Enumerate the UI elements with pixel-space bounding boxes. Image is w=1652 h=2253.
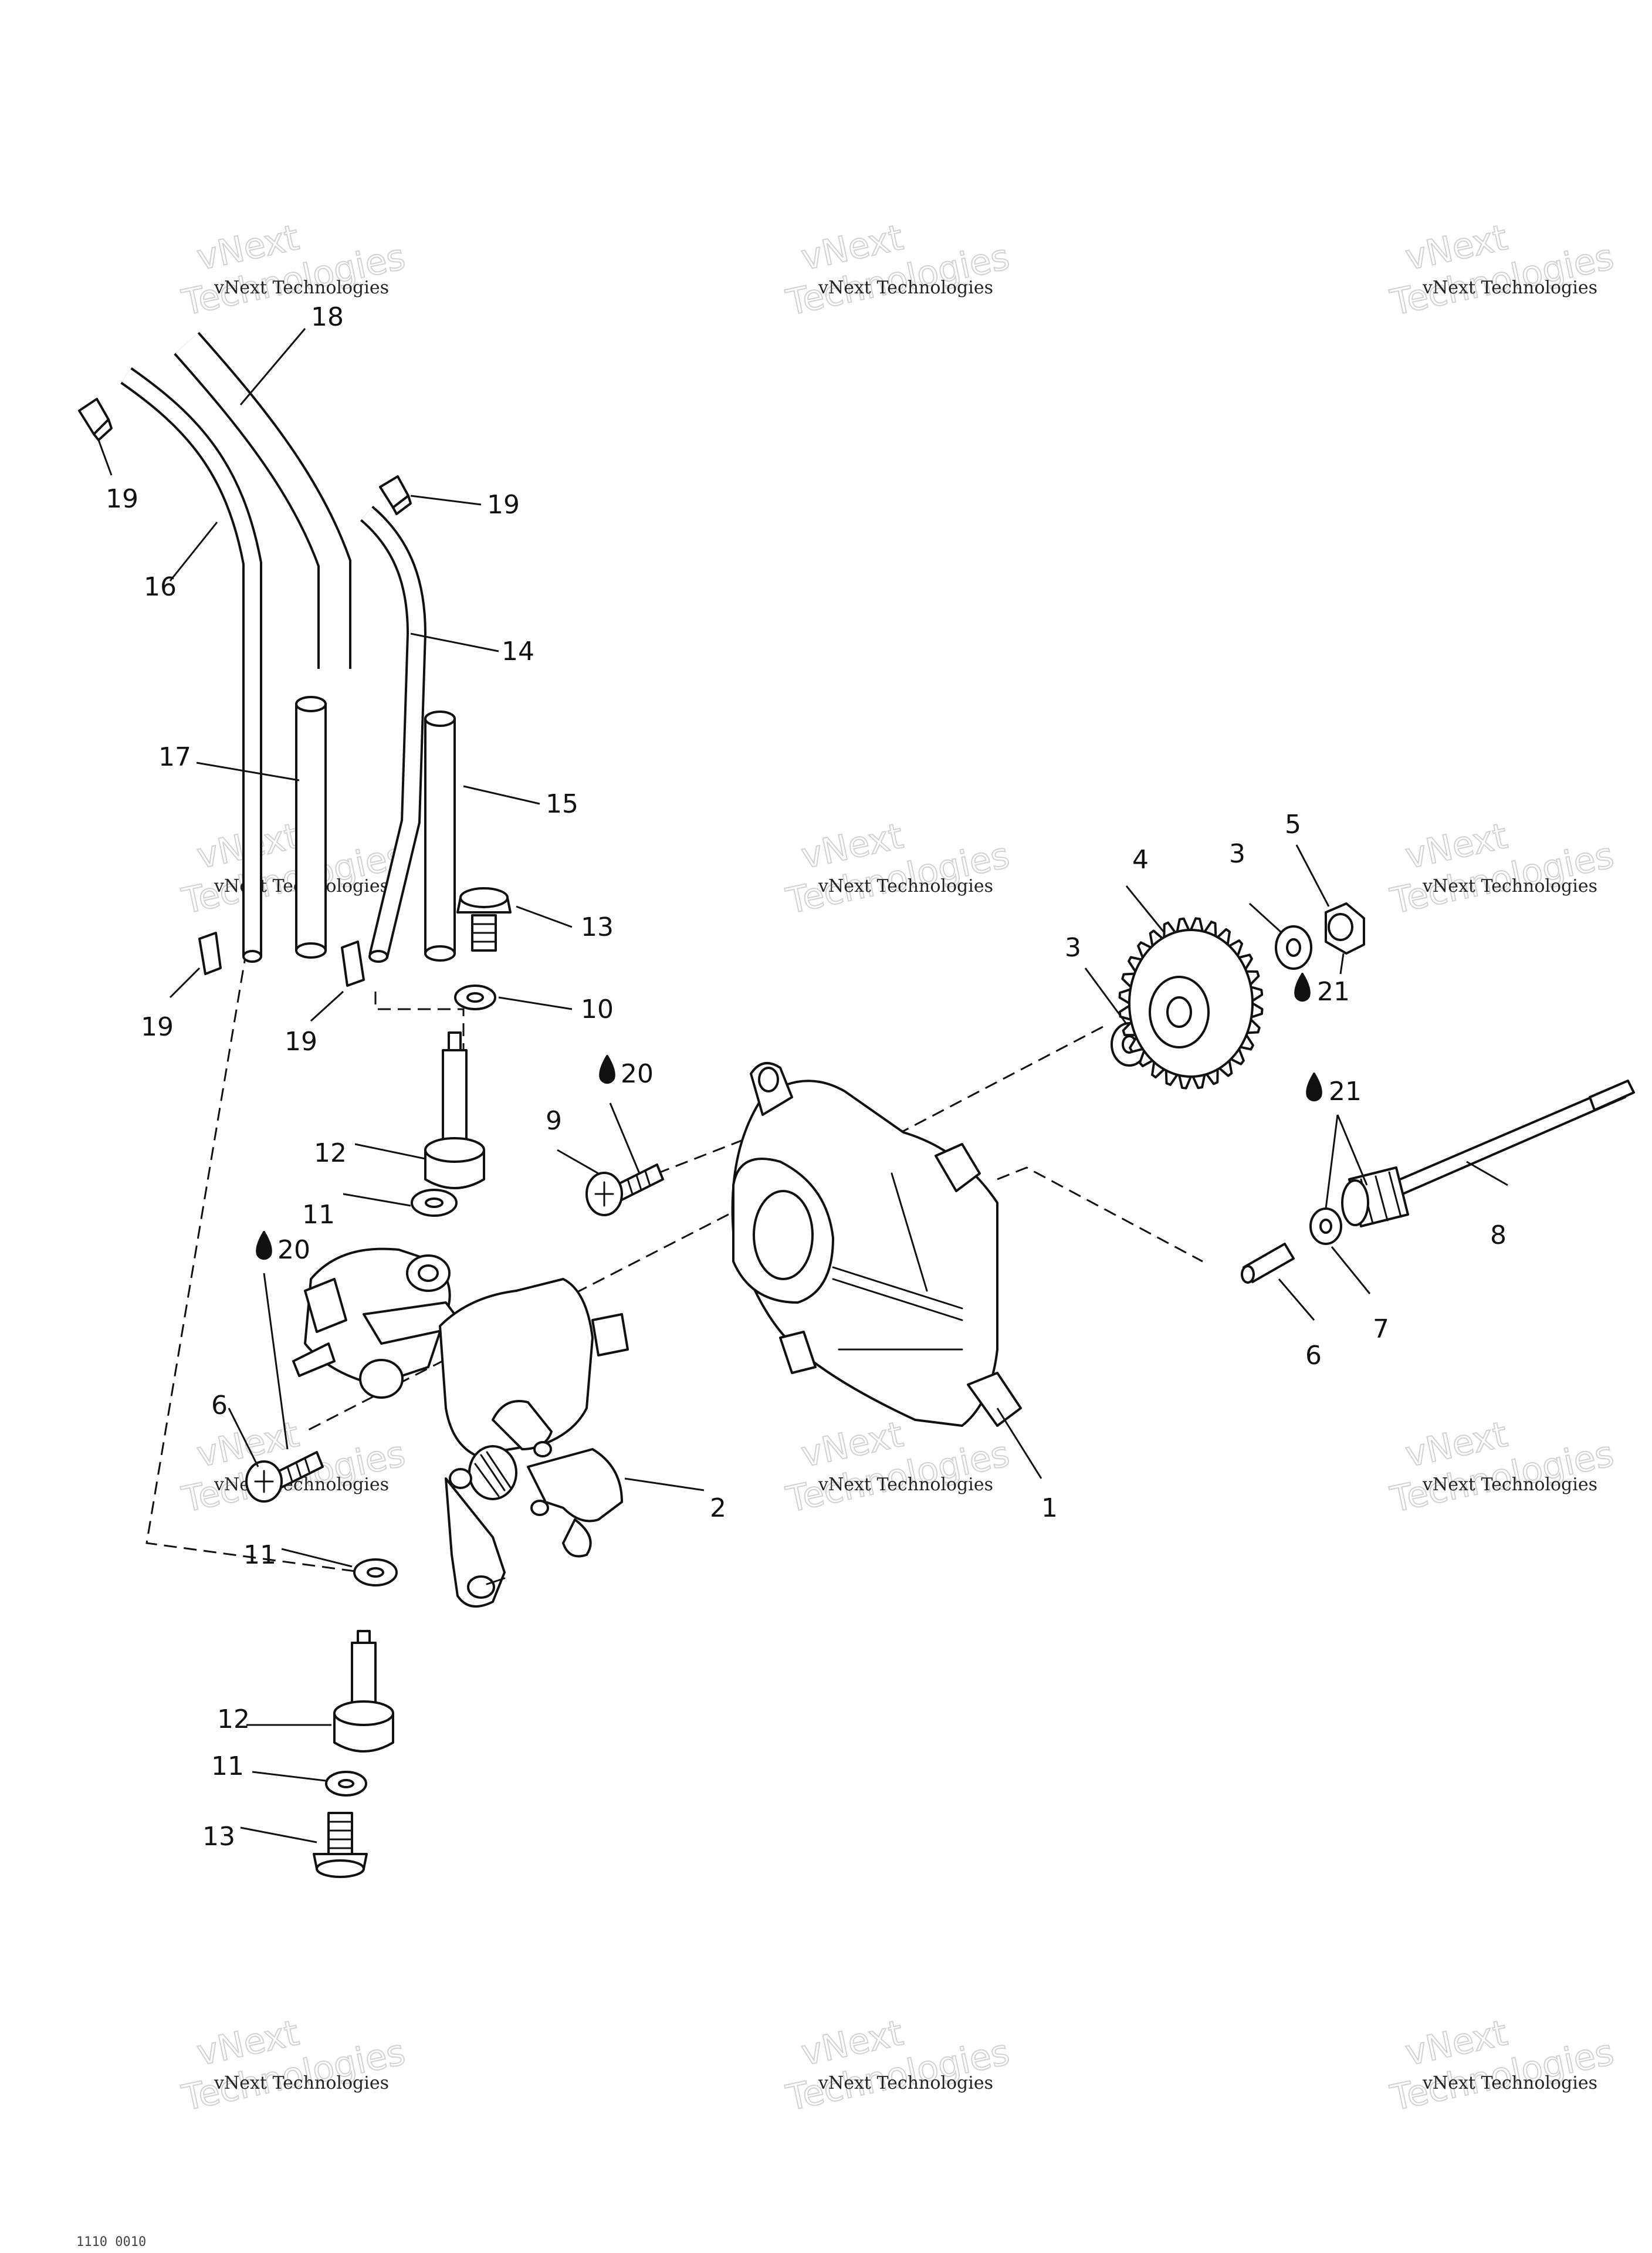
lubricant-21-top: 21 (1294, 973, 1350, 1007)
callout-11-lower-b: 11 (211, 1751, 244, 1781)
banjo-bolt-13-top (456, 887, 512, 952)
callout-3-right: 3 (1229, 839, 1245, 869)
callout-6: 6 (211, 1391, 228, 1420)
callout-18: 18 (311, 302, 344, 332)
hose-14 (360, 506, 427, 963)
callout-4: 4 (1132, 845, 1149, 875)
lubricant-callouts: 20 20 21 21 (256, 973, 1362, 1265)
callout-16: 16 (144, 572, 177, 602)
clip-19-bottom-right (341, 941, 365, 987)
callout-19-top-left: 19 (106, 484, 138, 514)
callout-8: 7 (1373, 1314, 1389, 1344)
callout-11-mid: 11 (302, 1200, 335, 1230)
banjo-fitting-12-lower (333, 1630, 394, 1753)
screw-10 (585, 1163, 664, 1216)
lubricant-21-shaft: 21 (1306, 1073, 1362, 1107)
watermark-text: vNext Technologies (1422, 2073, 1597, 2093)
shaft-9 (1341, 1080, 1635, 1227)
callout-10: 9 (546, 1106, 562, 1136)
banjo-fitting-12-top (424, 1031, 485, 1189)
clip-19-top-right (379, 475, 412, 515)
hose-16 (120, 367, 262, 963)
nut-5 (1325, 902, 1365, 955)
callout-14: 14 (502, 637, 534, 667)
assembly-dash-lines (145, 950, 1203, 1574)
oil-drop-icon (256, 1231, 272, 1260)
watermark-text: vNext Technologies (1422, 1474, 1597, 1495)
lubricant-label-20-top: 20 (621, 1059, 654, 1089)
callout-labels: 18 19 19 16 14 17 15 13 10 19 19 12 9 11… (106, 302, 1507, 1852)
watermark-text: vNext Technologies (818, 1474, 993, 1495)
oil-drop-icon (1294, 973, 1311, 1002)
callout-13-lower: 13 (202, 1822, 235, 1852)
reference-code: 1110 0010 (76, 2235, 146, 2249)
callout-2: 2 (710, 1493, 726, 1523)
callout-19-bottom-right: 19 (285, 1027, 317, 1057)
pin-7 (1241, 1243, 1295, 1284)
callout-11-lower-a: 11 (243, 1540, 276, 1570)
callout-5: 5 (1285, 810, 1301, 840)
lubricant-label-20-left: 20 (277, 1235, 310, 1265)
watermark-text: vNext Technologies (214, 278, 389, 298)
callout-7: 6 (1305, 1341, 1322, 1371)
callout-9: 8 (1490, 1220, 1507, 1250)
lubricant-20-top: 20 (599, 1055, 654, 1089)
clip-19-top-left (78, 398, 113, 441)
cover-1 (731, 1062, 1022, 1427)
callout-12-lower: 12 (217, 1704, 250, 1734)
callout-3-left: 3 (1065, 933, 1081, 963)
callout-19-top-right: 19 (487, 490, 520, 520)
callout-15: 15 (546, 789, 578, 819)
watermark-text: vNext Technologies (1422, 876, 1597, 897)
callout-17: 17 (158, 742, 191, 772)
screw-6 (245, 1451, 324, 1503)
watermark-text: vNext Technologies (818, 278, 993, 298)
callout-13-top: 13 (581, 912, 614, 942)
watermark-text: vNext Technologies (1422, 278, 1597, 298)
callout-12-top: 12 (314, 1138, 347, 1168)
gear-4 (1118, 917, 1264, 1090)
hose-17 (295, 696, 327, 959)
callout-19-bottom-left: 19 (141, 1012, 174, 1042)
oil-pump-2 (292, 1247, 629, 1608)
banjo-bolt-13-lower (313, 1812, 368, 1878)
leader-lines (97, 328, 1508, 1843)
hose-18 (174, 331, 351, 669)
oil-drop-icon (1306, 1073, 1322, 1102)
watermark-text: vNext Technologies (214, 2073, 389, 2093)
lubricant-label-21-top: 21 (1317, 977, 1350, 1007)
watermark-text: vNext Technologies (818, 2073, 993, 2093)
oil-drop-icon (599, 1055, 615, 1084)
watermark-text: vNext Technologies (818, 876, 993, 897)
lubricant-label-21-shaft: 21 (1329, 1077, 1362, 1107)
lubricant-20-left: 20 (256, 1231, 310, 1265)
hose-15 (424, 711, 456, 962)
callout-1: 1 (1041, 1493, 1058, 1523)
clip-19-bottom-left (198, 932, 222, 975)
callout-11-top: 10 (581, 994, 614, 1024)
